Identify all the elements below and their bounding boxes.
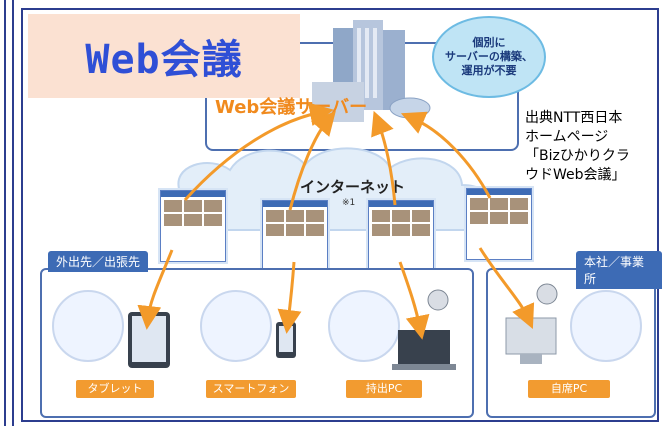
arrow-to-phone — [277, 261, 302, 334]
arrow-to-tablet — [137, 249, 174, 330]
webcam-icon — [427, 289, 449, 311]
office-webcam-icon — [536, 283, 558, 305]
left-border-line — [4, 0, 6, 426]
device-label-tablet: タブレット — [76, 380, 154, 398]
page-title: Web会議 — [85, 37, 243, 83]
person-avatar-2 — [200, 290, 272, 362]
bubble-text: 個別に サーバーの構築、 運用が不要 — [445, 36, 533, 77]
arrow-to-desktop — [478, 247, 535, 329]
left-inner-border-line — [12, 0, 14, 426]
device-label-desktop: 自席PC — [528, 380, 610, 398]
arrow-laptop-to-server — [371, 110, 397, 206]
title-badge: Web会議 — [28, 14, 300, 98]
arrow-tablet-to-server — [183, 102, 334, 202]
person-avatar-4 — [570, 290, 642, 362]
internet-footnote: ※1 — [342, 198, 356, 208]
office-section-tab: 本社／事業所 — [576, 251, 662, 289]
arrow-to-laptop — [398, 261, 430, 340]
meeting-screen-4 — [466, 188, 532, 260]
speech-bubble: 個別に サーバーの構築、 運用が不要 — [432, 16, 546, 98]
internet-label: インターネット — [300, 178, 406, 196]
arrow-desktop-to-server — [400, 111, 492, 199]
meeting-screen-2 — [262, 200, 328, 272]
device-label-laptop: 持出PC — [346, 380, 422, 398]
device-label-smartphone: スマートフォン — [206, 380, 296, 398]
remote-section-tab: 外出先／出張先 — [48, 251, 149, 272]
arrow-phone-to-server — [288, 110, 336, 211]
person-avatar-1 — [52, 290, 124, 362]
source-citation: 出典NTT西日本 ホームページ 「Bizひかりクラ ウドWeb会議」 — [525, 110, 630, 183]
building-right-tower — [383, 30, 405, 110]
person-avatar-3 — [328, 290, 400, 362]
